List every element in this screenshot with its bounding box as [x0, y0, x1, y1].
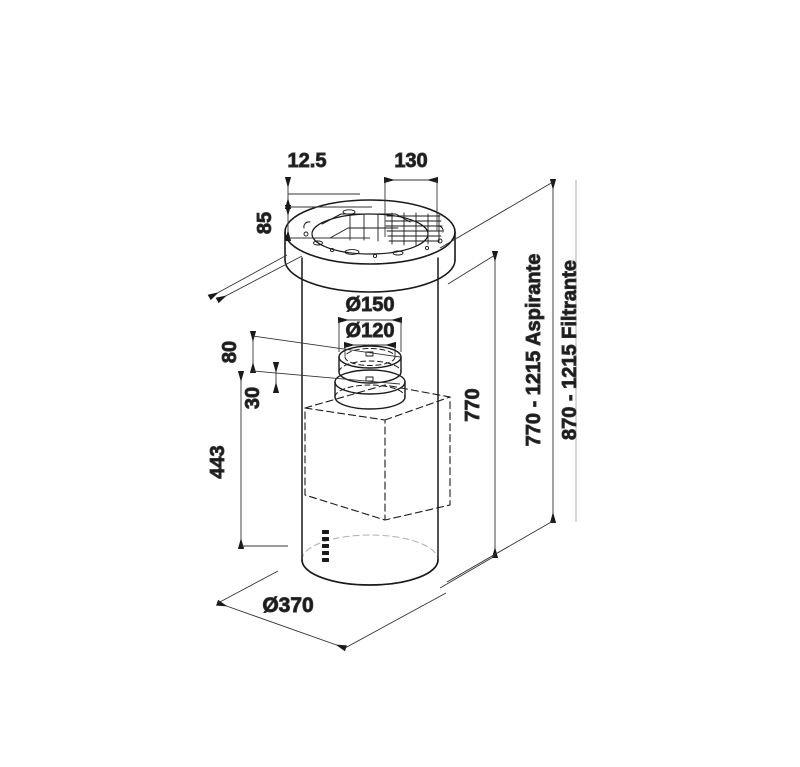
duct-flanges: [334, 345, 406, 410]
dimension-label-range-recirculating: 870 - 1215 Filtrante: [559, 260, 581, 440]
dimension-label-body-diameter: Ø370: [262, 594, 313, 617]
dimension-range-ducted: [439, 179, 557, 583]
dimension-label-collar-width: 130: [394, 150, 427, 172]
dimension-body-diameter: [216, 570, 447, 652]
upper-tube: [301, 257, 439, 561]
dimension-label-upper-gap: 80: [219, 341, 241, 363]
dimension-duct-outer: [338, 316, 402, 352]
dimension-label-flange-gap: 30: [242, 387, 264, 409]
hood-body: [301, 534, 439, 586]
dimension-hood-height: [439, 251, 499, 589]
dimension-collar-width: [384, 176, 438, 237]
dimension-label-duct-inner: Ø120: [346, 320, 395, 342]
dimension-label-collar-height: 85: [254, 212, 276, 234]
dimension-duct-inner: [344, 341, 396, 356]
dimension-label-duct-outer: Ø150: [346, 294, 395, 316]
control-panel[interactable]: [322, 530, 329, 562]
dimension-collar-height: [284, 205, 370, 241]
dimension-label-range-ducted: 770 - 1215 Aspirante: [523, 254, 545, 447]
motor-box: [304, 384, 451, 521]
top-ring: [284, 199, 456, 293]
dimension-top-ring-leader: [207, 254, 303, 304]
dimension-top-offset: [284, 177, 372, 209]
dimension-label-top-offset: 12.5: [288, 150, 327, 172]
dimension-label-body-height: 443: [207, 445, 229, 478]
dimension-body-height: [237, 371, 288, 549]
dimension-label-hood-height: 770: [462, 388, 484, 421]
